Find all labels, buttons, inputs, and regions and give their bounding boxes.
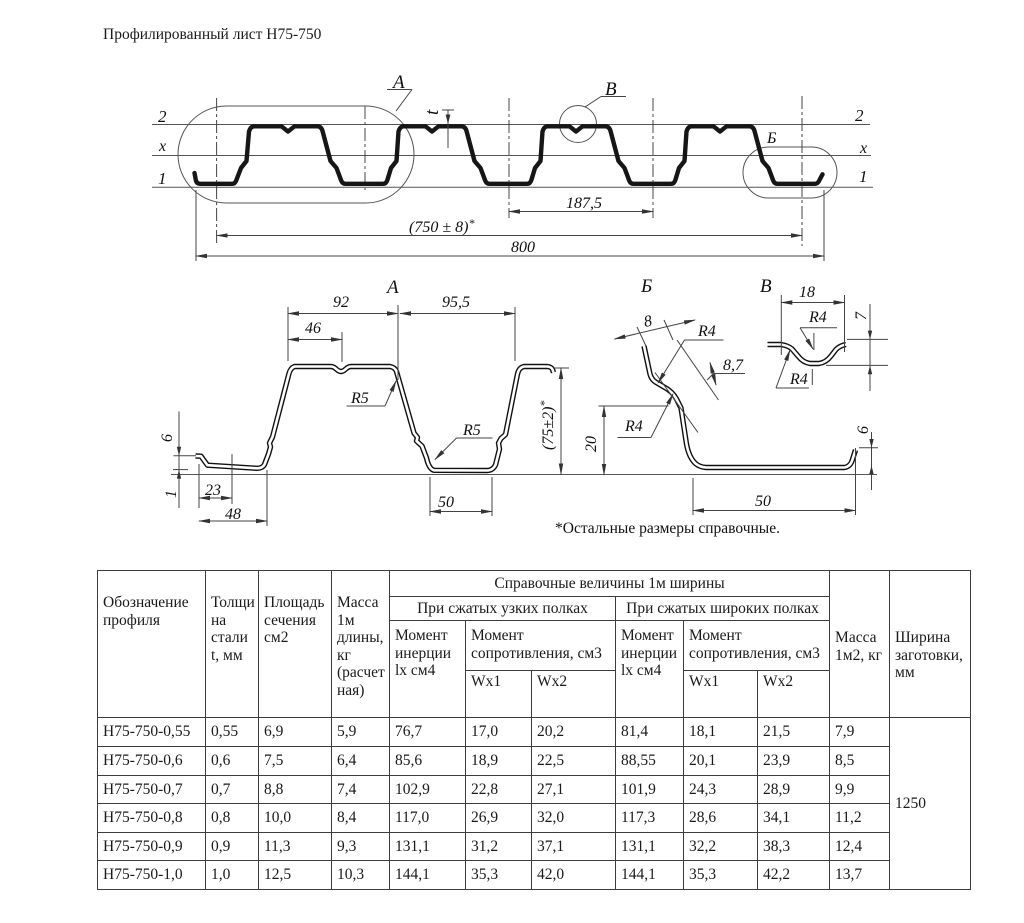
svg-text:R5: R5	[462, 422, 481, 439]
svg-text:95,5: 95,5	[442, 294, 470, 311]
svg-text:8: 8	[642, 313, 653, 331]
svg-text:t: t	[422, 109, 443, 115]
svg-text:Б: Б	[640, 276, 652, 297]
svg-text:48: 48	[225, 506, 241, 523]
svg-text:800: 800	[511, 239, 535, 256]
svg-text:Б: Б	[766, 130, 777, 147]
svg-text:2: 2	[158, 107, 167, 126]
svg-text:50: 50	[755, 493, 771, 510]
svg-text:(750 ± 8)*: (750 ± 8)*	[409, 216, 474, 236]
svg-text:R4: R4	[624, 418, 643, 435]
svg-text:R4: R4	[789, 371, 808, 388]
svg-text:18: 18	[799, 284, 815, 301]
svg-text:20: 20	[583, 436, 600, 452]
svg-text:1: 1	[859, 167, 868, 186]
svg-text:R5: R5	[350, 390, 369, 407]
svg-text:R4: R4	[808, 309, 827, 326]
svg-text:(75±2)*: (75±2)*	[537, 401, 557, 450]
svg-text:46: 46	[305, 320, 321, 337]
svg-text:92: 92	[333, 294, 349, 311]
svg-text:187,5: 187,5	[566, 195, 602, 212]
svg-text:6: 6	[159, 434, 176, 442]
svg-text:R4: R4	[697, 323, 716, 340]
svg-text:1: 1	[158, 169, 167, 188]
svg-text:23: 23	[205, 482, 221, 499]
svg-text:2: 2	[855, 106, 864, 125]
svg-text:50: 50	[438, 494, 454, 511]
svg-text:В: В	[760, 276, 772, 297]
svg-text:B: B	[605, 79, 617, 100]
svg-text:8,7: 8,7	[723, 357, 744, 374]
svg-text:x: x	[859, 140, 867, 157]
svg-text:A: A	[385, 277, 399, 298]
svg-text:*Остальные размеры справочные.: *Остальные размеры справочные.	[555, 520, 780, 537]
svg-text:1: 1	[163, 490, 180, 498]
svg-text:6: 6	[855, 426, 872, 434]
svg-text:x: x	[158, 138, 166, 155]
svg-text:7: 7	[853, 311, 870, 320]
svg-text:A: A	[391, 72, 405, 93]
